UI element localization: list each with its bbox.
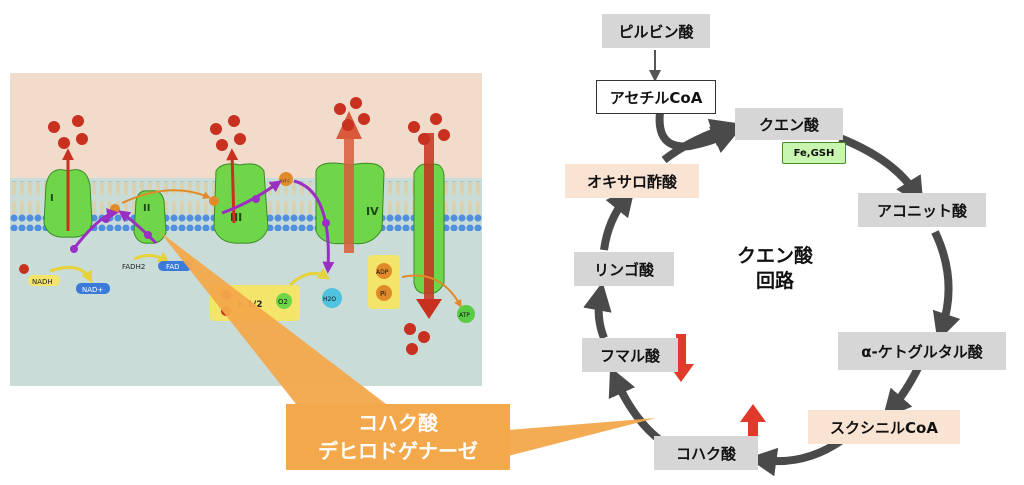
intermembrane-space xyxy=(10,73,482,178)
succinate-box: コハク酸 xyxy=(654,436,758,470)
cycle-arrow-malate-oxaloacetate xyxy=(600,186,636,251)
atp-label: ATP xyxy=(459,312,470,319)
cycle-arrow-succinate-fumarate xyxy=(608,366,663,444)
adp-pi-box xyxy=(368,255,400,309)
citrate-label: クエン酸 xyxy=(758,115,819,134)
acetyl-coa-label: アセチルCoA xyxy=(609,88,703,107)
cofactor-label: Fe,GSH xyxy=(793,147,835,159)
complex-1: I xyxy=(43,148,93,238)
callout-line1: コハク酸 xyxy=(358,411,438,435)
fad-label: FAD xyxy=(166,263,180,271)
aconitate-label: アコニット酸 xyxy=(876,201,967,220)
acetyl-coa-box: アセチルCoA xyxy=(596,80,716,114)
fumarate-label: フマル酸 xyxy=(599,346,660,365)
oxaloacetate-box: オキサロ酢酸 xyxy=(565,164,699,198)
ubiquinone-q-2 xyxy=(209,196,219,206)
electron-path-4 xyxy=(293,179,335,274)
nad-label: NAD+ xyxy=(82,286,103,294)
proton-cluster xyxy=(19,97,450,355)
succinate-increase-arrow xyxy=(740,404,766,452)
h2o-label: H2O xyxy=(323,296,336,303)
ketoglutarate-label: α-ケトグルタル酸 xyxy=(861,342,983,361)
adp-label: ADP xyxy=(376,269,389,276)
fumarate-box: フマル酸 xyxy=(582,338,678,372)
malate-box: リンゴ酸 xyxy=(574,252,674,286)
succinyl-coa-label: スクシニルCoA xyxy=(830,418,938,437)
electron-path-1 xyxy=(70,208,119,252)
atp-synthase xyxy=(413,133,445,319)
svg-text:I: I xyxy=(50,193,54,204)
cycle-arrow-citrate-aconitate xyxy=(838,134,924,207)
pyruvate-box: ピルビン酸 xyxy=(602,14,710,48)
citrate-box: クエン酸 xyxy=(735,108,843,140)
fadh2-to-fad-arrow xyxy=(133,251,170,264)
nadh-label: NADH xyxy=(32,278,53,286)
succinate-label: コハク酸 xyxy=(675,444,736,463)
oxaloacetate-label: オキサロ酢酸 xyxy=(586,172,677,191)
cycle-arrow-fumarate-malate xyxy=(583,281,612,340)
pyruvate-label: ピルビン酸 xyxy=(618,22,694,41)
water-molecule xyxy=(322,288,342,308)
cycle-title: クエン酸 回路 xyxy=(725,244,825,294)
o2-label: O2 xyxy=(278,298,288,306)
electron-path-3 xyxy=(221,180,282,215)
electron-transport-chain-diagram: I II III IV cyt c NADH NAD+ xyxy=(10,73,482,386)
aconitate-box: アコニット酸 xyxy=(858,193,986,227)
cycle-arrow-succinylcoa-succinate xyxy=(747,436,845,477)
cytochrome-c xyxy=(279,172,293,186)
cycle-arrow-oxaloacetate-citrate xyxy=(661,118,740,164)
cofactor-badge: Fe,GSH xyxy=(782,142,846,164)
callout-line2: デヒロドゲナーゼ xyxy=(318,439,478,463)
cycle-arrow-ketoglutarate-succinylcoa xyxy=(882,366,922,419)
cycle-arrow-aconitate-ketoglutarate xyxy=(931,230,961,342)
cycle-title-line2: 回路 xyxy=(755,270,794,292)
svg-text:IV: IV xyxy=(366,205,379,218)
ketoglutarate-box: α-ケトグルタル酸 xyxy=(838,332,1006,370)
succinyl-coa-box: スクシニルCoA xyxy=(808,410,960,444)
electron-path-2 xyxy=(118,210,158,245)
fadh2-label: FADH2 xyxy=(122,263,145,271)
svg-text:II: II xyxy=(143,203,150,214)
cycle-title-line1: クエン酸 xyxy=(736,245,813,267)
q-transfer-arrow xyxy=(121,189,211,204)
nadh-to-nad-arrow xyxy=(49,265,93,284)
callout-pointer xyxy=(160,232,386,404)
pi-label: Pi xyxy=(380,290,386,298)
succinate-dehydrogenase-callout: コハク酸 デヒロドゲナーゼ xyxy=(286,404,510,470)
callout-pointer-right xyxy=(508,418,656,456)
svg-text:cyt c: cyt c xyxy=(280,178,290,183)
malate-label: リンゴ酸 xyxy=(593,260,654,279)
atp-molecule xyxy=(457,305,475,323)
